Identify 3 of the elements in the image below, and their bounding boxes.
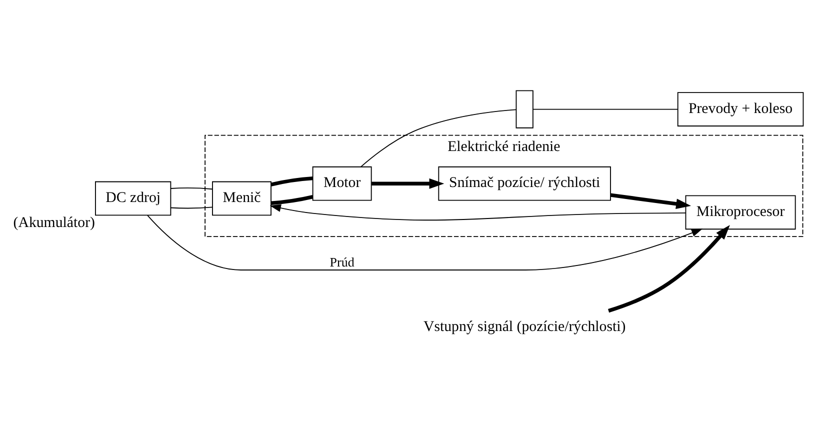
edge-label: Prúd — [330, 254, 354, 269]
node-text: Vstupný signál (pozície/rýchlosti) — [423, 318, 626, 335]
node-label: (Akumulátor) — [13, 214, 95, 231]
